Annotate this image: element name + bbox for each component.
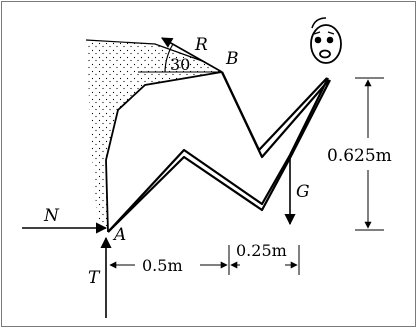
force-g-label: G (296, 182, 310, 202)
rock-wall-edge (105, 71, 223, 233)
climber-head-icon (310, 17, 342, 64)
rock-wall (86, 40, 222, 230)
dimension-vertical-label: 0.625m (327, 146, 392, 166)
angle-label: 30 (170, 55, 190, 74)
rock-wall-top-edge (85, 39, 206, 63)
horizontal-dimensions (109, 245, 300, 275)
force-n-label: N (43, 206, 60, 226)
point-a-label: A (112, 225, 126, 245)
angle-arc (164, 43, 174, 73)
dimension-horizontal-2-label: 0.25m (236, 241, 287, 260)
force-r-arrow (161, 37, 223, 73)
force-r-label: R (194, 35, 208, 55)
point-b-label: B (225, 49, 239, 69)
force-t-label: T (88, 268, 101, 288)
climber-body (107, 71, 331, 233)
dimension-horizontal-1-label: 0.5m (142, 256, 183, 275)
vertical-dimension (355, 77, 384, 231)
